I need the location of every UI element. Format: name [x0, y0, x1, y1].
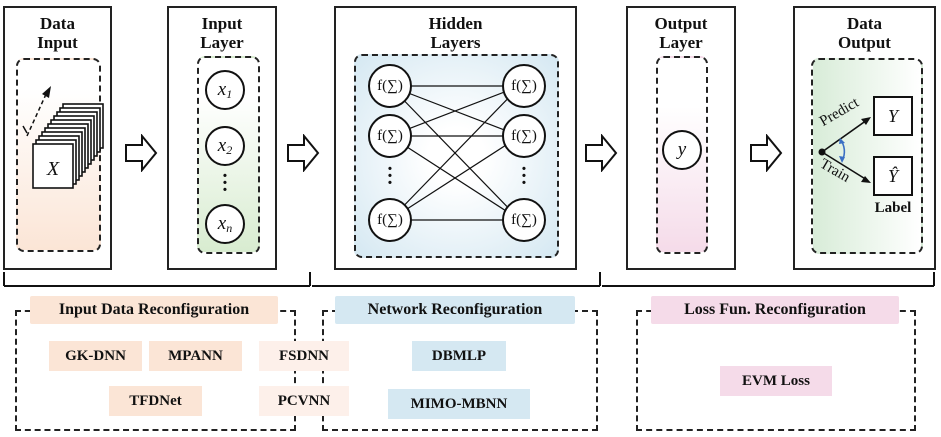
label-yhat-box: Ŷ [873, 156, 913, 196]
input-ellipsis: ··· [221, 165, 229, 201]
input-reconfig-label: Input Data Reconfiguration [30, 296, 278, 324]
loss-reconfig-label: Loss Fun. Reconfiguration [651, 296, 899, 324]
network-reconfig-label: Network Reconfiguration [335, 296, 575, 324]
data-input-title: Data Input [37, 14, 78, 52]
output-layer-panel: Output Layer y [626, 6, 736, 270]
tag-fsdnn: FSDNN [259, 341, 349, 371]
tag-pcvnn: PCVNN [259, 386, 349, 416]
label-caption: Label [874, 200, 912, 216]
hidden-left-ellipsis: ··· [386, 158, 394, 194]
predict-train-arrows [818, 117, 871, 183]
data-x-symbol: X [46, 158, 60, 180]
bracket-network [312, 272, 601, 287]
flow-arrow-icon [750, 134, 783, 172]
data-input-panel: Data Input X [3, 6, 112, 270]
flow-arrow-icon [287, 134, 320, 172]
hidden-node-right-1: f(∑) [502, 64, 546, 108]
tag-mpann: MPANN [149, 341, 242, 371]
tag-evm-loss: EVM Loss [720, 366, 832, 396]
hidden-layers-title: Hidden Layers [428, 14, 483, 52]
output-layer-title: Output Layer [654, 14, 708, 52]
flow-arrow-icon [585, 134, 618, 172]
hidden-right-ellipsis: ··· [520, 158, 528, 194]
hidden-node-left-1: f(∑) [368, 64, 412, 108]
data-stack-icon [22, 86, 104, 189]
hidden-node-left-2: f(∑) [368, 114, 412, 158]
data-output-title: Data Output [838, 14, 891, 52]
bracket-input [3, 272, 311, 287]
predicted-y-box: Y [873, 96, 913, 136]
bracket-loss [602, 272, 935, 287]
data-output-panel: Data Output Predict Train Y Ŷ Label [793, 6, 936, 270]
hidden-node-right-n: f(∑) [502, 198, 546, 242]
hidden-layers-panel: Hidden Layers f(∑) f(∑) ··· f(∑) f(∑) f(… [334, 6, 577, 270]
flow-arrow-icon [125, 134, 158, 172]
hidden-connections [389, 85, 521, 221]
hidden-node-left-n: f(∑) [368, 198, 412, 242]
output-node-y: y [662, 130, 702, 170]
input-layer-title: Input Layer [200, 14, 244, 52]
hidden-node-right-2: f(∑) [502, 114, 546, 158]
tag-dbmlp: DBMLP [412, 341, 506, 371]
tag-gk-dnn: GK-DNN [49, 341, 142, 371]
tag-mimo-mbnn: MIMO-MBNN [388, 389, 530, 419]
tag-tfdnet: TFDNet [109, 386, 202, 416]
